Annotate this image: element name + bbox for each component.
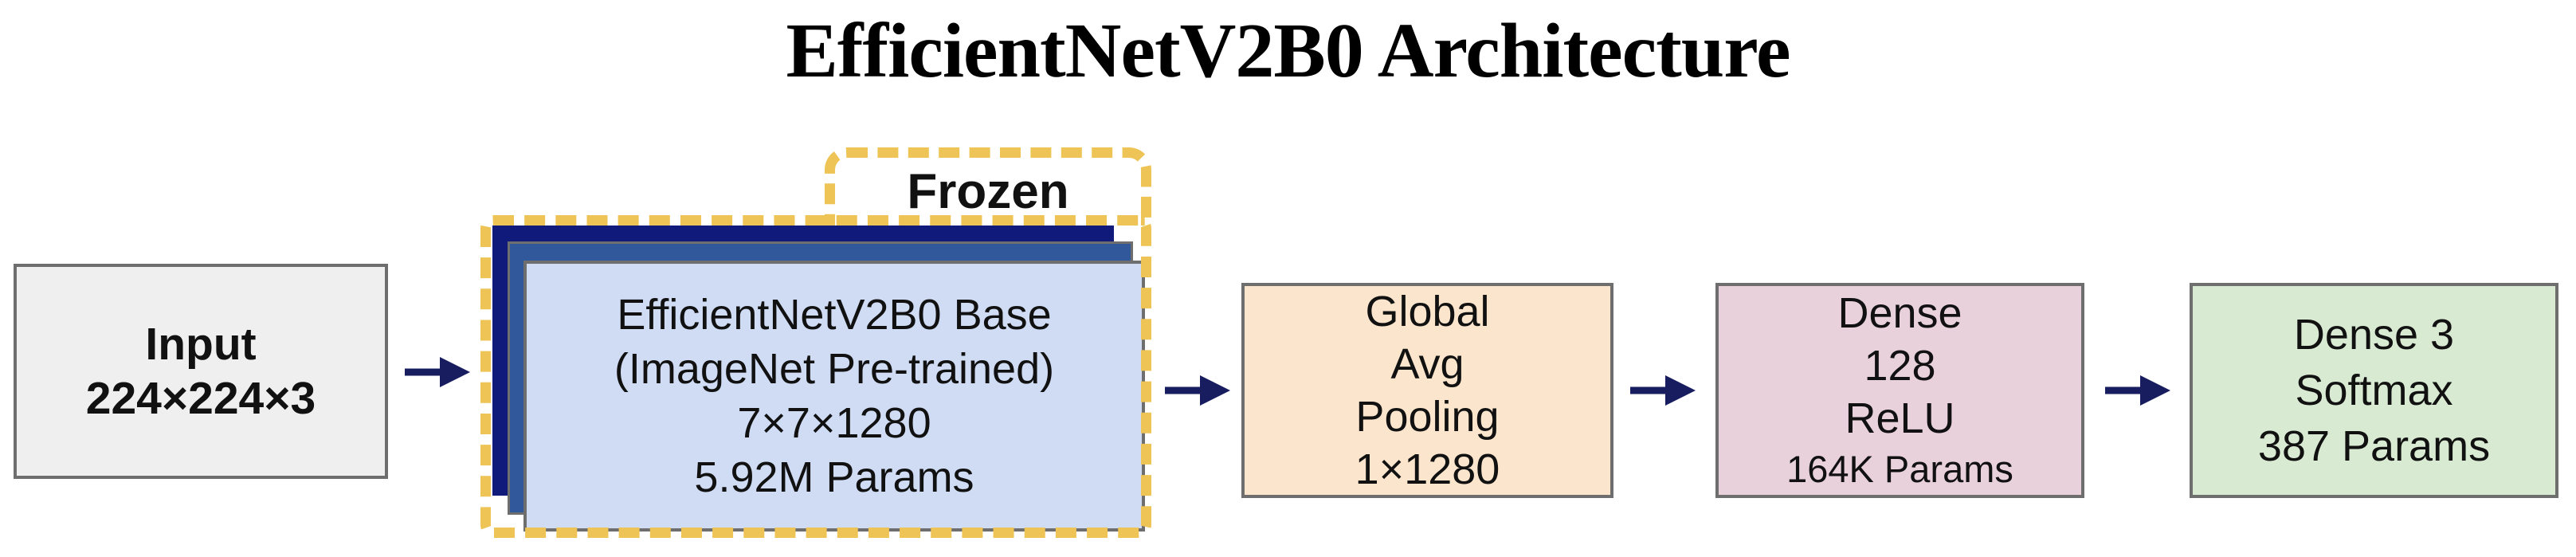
node-line: (ImageNet Pre-trained): [614, 345, 1055, 393]
diagram-title: EfficientNetV2B0 Architecture: [786, 8, 1790, 94]
node-line: 387 Params: [2257, 422, 2491, 470]
node-line: ReLU: [1845, 394, 1955, 442]
frozen-tab: Frozen: [825, 147, 1151, 226]
arrow-right-icon: [2105, 375, 2170, 406]
dense-128-node: Dense 128 ReLU 164K Params: [1715, 283, 2084, 498]
node-line: 164K Params: [1786, 448, 2013, 490]
input-node: Input 224×224×3: [14, 264, 388, 479]
node-line: Softmax: [2295, 367, 2453, 414]
node-line: Input: [145, 319, 257, 370]
arrow-right-icon: [1165, 375, 1230, 406]
node-line: Global: [1365, 288, 1490, 335]
global-avg-pooling-node: Global Avg Pooling 1×1280: [1241, 283, 1613, 498]
frozen-dashed-border: [480, 215, 1151, 538]
frozen-label: Frozen: [907, 164, 1069, 219]
node-line: 128: [1864, 342, 1936, 390]
node-line: Dense: [1837, 289, 1962, 337]
node-line: 7×7×1280: [737, 399, 931, 447]
node-line: Avg: [1390, 340, 1464, 388]
node-line: EfficientNetV2B0 Base: [617, 291, 1052, 339]
node-line: 1×1280: [1355, 445, 1500, 493]
arrow-right-icon: [405, 356, 470, 388]
node-line: Pooling: [1355, 393, 1500, 441]
node-line: Dense 3: [2293, 311, 2455, 359]
node-line: 224×224×3: [85, 373, 316, 424]
node-line: 5.92M Params: [694, 453, 974, 501]
dense-3-node: Dense 3 Softmax 387 Params: [2190, 283, 2558, 498]
arrow-right-icon: [1630, 375, 1696, 406]
